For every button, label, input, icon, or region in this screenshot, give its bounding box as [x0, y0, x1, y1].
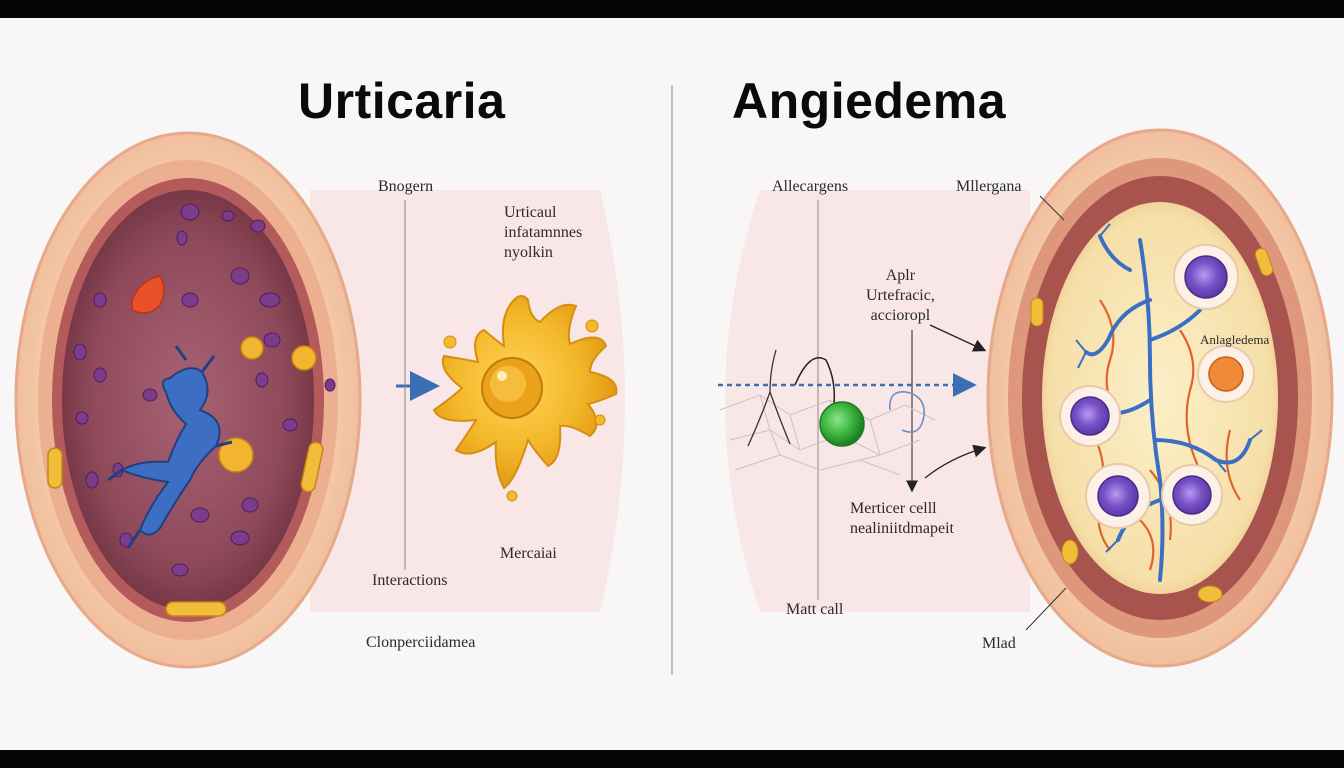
- label-mllergana: Mllergana: [956, 178, 1022, 195]
- label-mercaiai: Mercaiai: [500, 545, 557, 562]
- green-cell: [819, 401, 865, 447]
- label-mlad: Mlad: [982, 635, 1016, 652]
- label-merticer: Merticer celll nealiniitdmapeit: [850, 500, 954, 537]
- label-cloperdamea: Clonperciidamea: [366, 634, 476, 651]
- label-aplr: Aplr Urtefracic, accioropl: [866, 267, 935, 324]
- label-bnogern: Bnogern: [378, 178, 434, 195]
- top-black-bar: [0, 0, 1344, 18]
- title-angioedema: Angiedema: [732, 73, 1007, 129]
- label-urticaul: Urticaul infatamnnes nyolkin: [504, 204, 583, 261]
- label-interactions: Interactions: [372, 572, 448, 589]
- urticaria-tissue-illustration: [14, 131, 362, 669]
- purple-cell: [1085, 463, 1151, 529]
- title-urticaria: Urticaria: [298, 73, 506, 129]
- background-panel-right: [725, 190, 1030, 612]
- capillary-network: [719, 394, 936, 476]
- mast-cell-icon: [432, 295, 618, 502]
- angioedema-tissue-illustration: [986, 128, 1334, 668]
- orange-cell: [1197, 345, 1255, 403]
- bottom-black-bar: [0, 750, 1344, 768]
- label-anlagledema: Anlagledema: [1200, 332, 1270, 347]
- label-matt-call: Matt call: [786, 601, 844, 618]
- label-allecargens: Allecargens: [772, 178, 849, 195]
- purple-cell: [1173, 244, 1239, 310]
- purple-cell: [1161, 464, 1223, 526]
- purple-cell: [1059, 385, 1121, 447]
